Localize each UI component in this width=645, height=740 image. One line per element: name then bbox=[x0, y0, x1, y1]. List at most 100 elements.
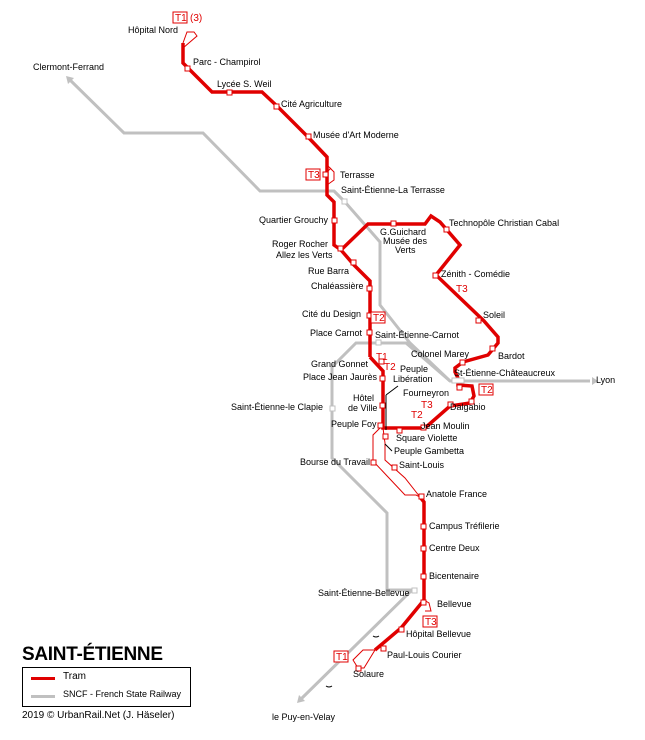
line-tag: T3 bbox=[456, 284, 468, 295]
rail-station-label: Saint-Étienne-Carnot bbox=[375, 330, 460, 340]
callout-gambetta bbox=[384, 443, 393, 452]
rail-line-carnot bbox=[356, 341, 451, 383]
legend-item-rail: SNCF - French State Railway bbox=[23, 689, 190, 703]
station-label: Soleil bbox=[483, 310, 505, 320]
rail-line-clermont bbox=[66, 76, 347, 204]
station-label: Parc - Champirol bbox=[193, 57, 261, 67]
line-tag: T2 bbox=[384, 362, 396, 373]
loop-hopital-nord bbox=[182, 31, 198, 49]
rail-station-label: St-Étienne-Châteaucreux bbox=[454, 368, 556, 378]
tram-line-t3-guichard bbox=[339, 213, 500, 379]
station-label: Roger Rocher bbox=[272, 239, 328, 249]
credit: 2019 © UrbanRail.Net (J. Häseler) bbox=[22, 710, 175, 721]
station-label: Chaléassière bbox=[311, 281, 364, 291]
rail-station-label: Saint-Étienne-Bellevue bbox=[318, 588, 410, 598]
station-label: Musée des bbox=[383, 236, 428, 246]
line-badge-label: T1 bbox=[336, 652, 348, 663]
station-label: Place Jean Jaurès bbox=[303, 372, 378, 382]
station-label: Technopôle Christian Cabal bbox=[449, 218, 559, 228]
station-label: Zénith - Comédie bbox=[441, 269, 510, 279]
legend-label-rail: SNCF - French State Railway bbox=[63, 689, 182, 699]
line-badge bbox=[478, 383, 494, 396]
line-tag: T1 bbox=[376, 352, 388, 363]
station-label: Quartier Grouchy bbox=[259, 215, 329, 225]
line-badge-label: T3 bbox=[308, 170, 320, 181]
station-label: Bardot bbox=[498, 351, 525, 361]
destination-label: Clermont-Ferrand bbox=[33, 62, 104, 72]
tunnel-mark-icon bbox=[325, 685, 333, 688]
station-label: Colonel Marey bbox=[411, 349, 470, 359]
station-label: Bourse du Travail bbox=[300, 457, 370, 467]
destination-label: le Puy-en-Velay bbox=[272, 712, 336, 722]
line-badge bbox=[172, 11, 188, 24]
station-label: Grand Gonnet bbox=[311, 359, 369, 369]
station-label: Cité du Design bbox=[302, 309, 361, 319]
station-label: Bicentenaire bbox=[429, 571, 479, 581]
station-label: Hôpital Bellevue bbox=[406, 629, 471, 639]
station-label: Dalgabio bbox=[450, 402, 486, 412]
arrow-lyon-icon bbox=[592, 377, 598, 385]
rail-station-label: Saint-Étienne-La Terrasse bbox=[341, 185, 445, 195]
line-badge-label: T3 bbox=[425, 617, 437, 628]
legend-item-tram: Tram bbox=[23, 671, 190, 685]
rail-line-south bbox=[298, 341, 416, 702]
rail-station-markers bbox=[329, 198, 465, 594]
line-badge bbox=[422, 615, 438, 628]
station-label: Libération bbox=[393, 374, 433, 384]
destination-label: Lyon bbox=[596, 375, 615, 385]
line-badge-label: T2 bbox=[481, 385, 493, 396]
station-label: Hôpital Nord bbox=[128, 25, 178, 35]
rail-swatch bbox=[31, 695, 55, 698]
loop-terrasse bbox=[326, 164, 335, 186]
station-label: Anatole France bbox=[426, 489, 487, 499]
line-badge-note: (3) bbox=[190, 13, 202, 24]
station-label: Jean Moulin bbox=[421, 421, 470, 431]
station-label: Fourneyron bbox=[403, 388, 449, 398]
station-label: Terrasse bbox=[340, 170, 375, 180]
tram-line-t1-north bbox=[181, 43, 372, 357]
station-label: Saint-Louis bbox=[399, 460, 445, 470]
arrow-clermont-icon bbox=[66, 76, 74, 84]
station-label: Musée d'Art Moderne bbox=[313, 130, 399, 140]
rail-station-label: Saint-Étienne-le Clapie bbox=[231, 402, 323, 412]
station-label: Place Carnot bbox=[310, 328, 363, 338]
callout-fourneyron bbox=[385, 385, 399, 396]
line-tag: T3 bbox=[421, 400, 433, 411]
station-label: Peuple Foy bbox=[331, 419, 377, 429]
station-label: Paul-Louis Courier bbox=[387, 650, 462, 660]
station-label: de Ville bbox=[348, 403, 377, 413]
station-label: Campus Tréfilerie bbox=[429, 521, 500, 531]
loop-solaure bbox=[352, 649, 376, 669]
station-label: Square Violette bbox=[396, 433, 457, 443]
station-label: Verts bbox=[395, 245, 416, 255]
station-label: Cité Agriculture bbox=[281, 99, 342, 109]
line-badge bbox=[305, 168, 321, 181]
arrow-puy-icon bbox=[297, 695, 305, 703]
line-badge bbox=[370, 311, 386, 324]
tunnel-mark-icon bbox=[372, 635, 380, 638]
station-label: G.Guichard bbox=[380, 227, 426, 237]
tram-swatch bbox=[31, 677, 55, 680]
map-title: SAINT-ÉTIENNE bbox=[22, 644, 163, 665]
station-label: Allez les Verts bbox=[276, 250, 333, 260]
station-label: Peuple Gambetta bbox=[394, 446, 464, 456]
line-badge bbox=[333, 650, 349, 663]
tunnel-marks bbox=[325, 635, 380, 688]
line-badge-label: T1 bbox=[175, 13, 187, 24]
station-label: Peuple bbox=[400, 364, 428, 374]
station-label: Hôtel bbox=[353, 393, 374, 403]
line-tag: T2 bbox=[411, 410, 423, 421]
station-label: Lycée S. Weil bbox=[217, 79, 272, 89]
station-label: Rue Barra bbox=[308, 266, 349, 276]
oneway-west bbox=[372, 427, 421, 498]
legend-label-tram: Tram bbox=[63, 671, 86, 682]
station-label: Bellevue bbox=[437, 599, 472, 609]
legend: Tram SNCF - French State Railway bbox=[22, 667, 191, 707]
station-label: Centre Deux bbox=[429, 543, 480, 553]
station-label: Solaure bbox=[353, 669, 384, 679]
station-markers bbox=[184, 65, 496, 672]
tram-oneway bbox=[182, 31, 432, 669]
